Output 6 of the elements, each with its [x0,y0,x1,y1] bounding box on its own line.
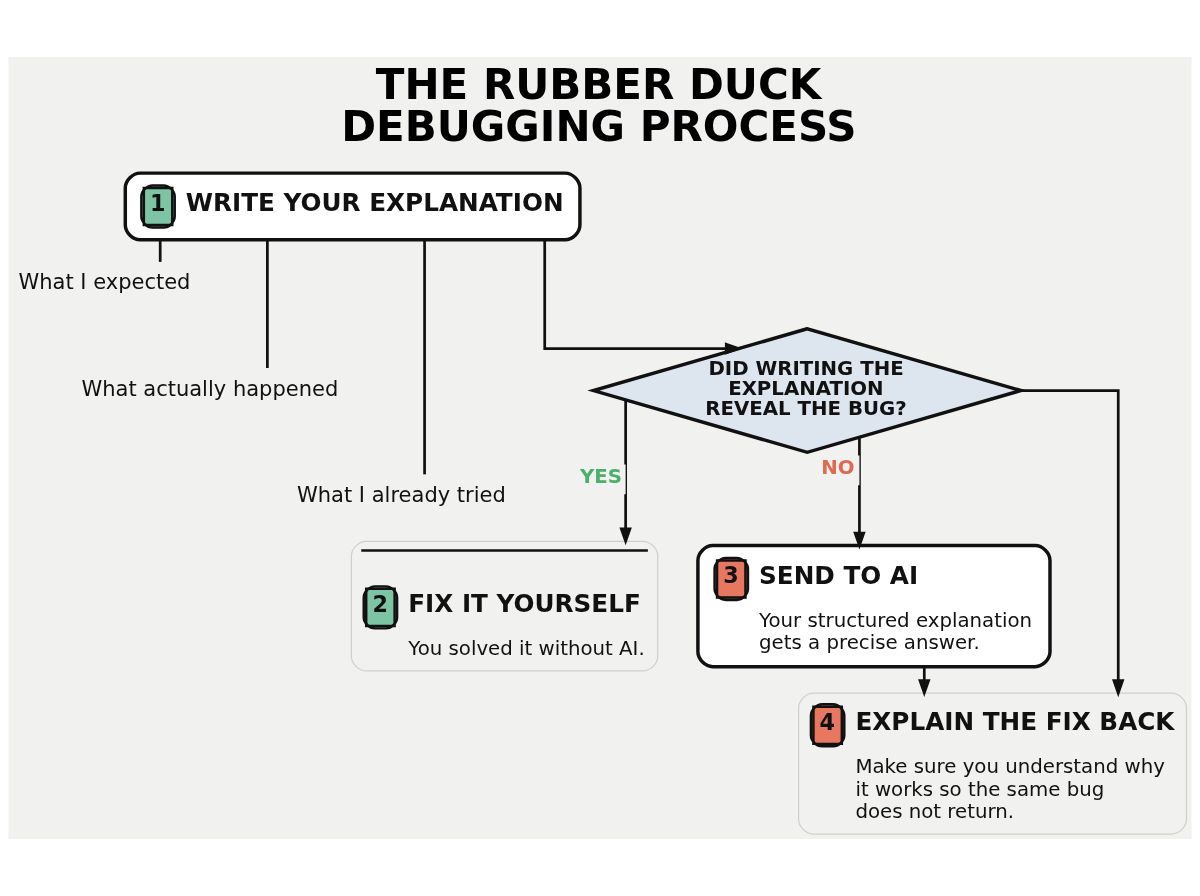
edge-label: NO [821,455,855,479]
edge-label: YES [579,464,622,488]
node-text: What actually happened [81,376,339,401]
diagram-title: THE RUBBER DUCK DEBUGGING PROCESS [341,60,857,152]
node-text: What I expected [18,270,191,295]
node-text: What I already tried [297,482,506,507]
